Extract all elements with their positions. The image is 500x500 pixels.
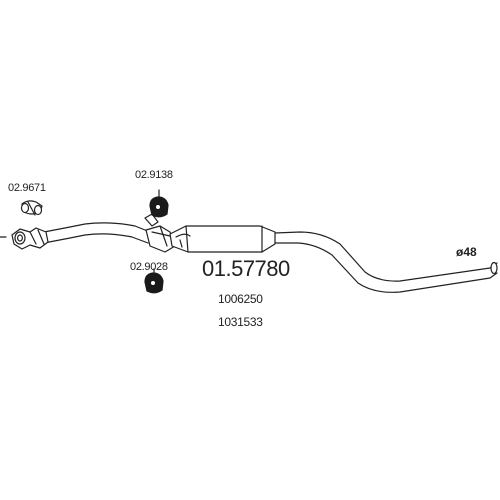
- oem-number-1: 1006250: [218, 292, 263, 306]
- pipe-diameter-label: ø48: [456, 245, 477, 259]
- pipe-joint: [144, 213, 176, 253]
- hanger-upper-part-number: 02.9138: [135, 169, 173, 181]
- hanger-lower: [144, 268, 164, 294]
- inlet-pipe: [0, 222, 151, 244]
- main-part-number: 01.57780: [202, 256, 290, 281]
- oem-number-2: 1031533: [218, 315, 263, 329]
- hanger-lower-part-number: 02.9028: [130, 261, 168, 273]
- tail-pipe: [274, 231, 498, 293]
- front-flange: [11, 227, 49, 250]
- clamp-part-number: 02.9671: [8, 182, 46, 194]
- hanger-upper: [149, 189, 169, 218]
- clamp-part: [20, 200, 43, 216]
- muffler: [169, 225, 276, 253]
